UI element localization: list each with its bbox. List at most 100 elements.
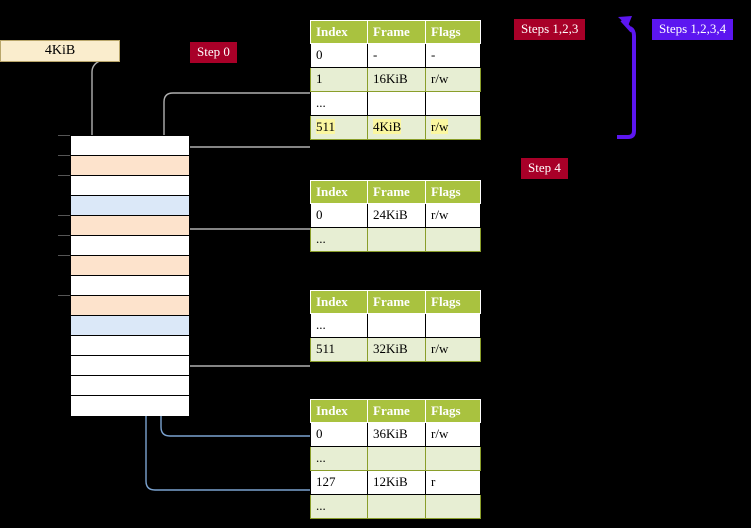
- column-header-frame: Frame: [367, 290, 426, 314]
- cell-index: ...: [310, 494, 368, 519]
- memory-tick: [58, 255, 71, 256]
- cell-flags-value: r/w: [431, 119, 449, 134]
- memory-row: [71, 336, 189, 356]
- table-row: 127 12KiB r: [310, 470, 481, 495]
- badge-steps-123: Steps 1,2,3: [514, 19, 586, 40]
- cell-frame: [367, 313, 426, 338]
- table-row: 0 - -: [310, 43, 481, 68]
- memory-row: [71, 396, 189, 416]
- column-header-index: Index: [310, 290, 368, 314]
- table-header-row: Index Frame Flags: [310, 180, 481, 204]
- column-header-flags: Flags: [425, 180, 481, 204]
- page-table-3: Index Frame Flags ... 511 32KiB r/w: [310, 290, 481, 362]
- wire-table1-row511: [176, 146, 310, 202]
- cell-frame-value: 4KiB: [373, 119, 402, 134]
- cell-index: 0: [310, 43, 368, 68]
- table-row: ...: [310, 313, 481, 338]
- table-header-row: Index Frame Flags: [310, 290, 481, 314]
- cell-frame: [367, 227, 426, 252]
- column-header-frame: Frame: [367, 399, 426, 423]
- memory-row: [71, 216, 189, 236]
- memory-row: [71, 316, 189, 336]
- badge-step-4: Step 4: [521, 158, 568, 179]
- column-header-flags: Flags: [425, 399, 481, 423]
- cell-flags: [425, 91, 481, 116]
- column-header-flags: Flags: [425, 290, 481, 314]
- memory-row: [71, 256, 189, 276]
- cell-index: 0: [310, 203, 368, 228]
- cell-index: ...: [310, 91, 368, 116]
- memory-row: [71, 156, 189, 176]
- cell-frame: 12KiB: [367, 470, 426, 495]
- memory-row: [71, 196, 189, 216]
- memory-tick: [58, 175, 71, 176]
- cell-frame: [367, 91, 426, 116]
- table-row: ...: [310, 494, 481, 519]
- purple-bracket: [617, 16, 636, 139]
- column-header-flags: Flags: [425, 20, 481, 44]
- cell-index: ...: [310, 446, 368, 471]
- cell-flags: [425, 446, 481, 471]
- memory-row: [71, 136, 189, 156]
- table-row-highlighted: 511 4KiB r/w: [310, 115, 481, 140]
- cell-frame: 32KiB: [367, 337, 426, 362]
- cell-index-value: 511: [316, 119, 336, 134]
- cell-flags: r/w: [425, 422, 481, 447]
- cell-frame: 36KiB: [367, 422, 426, 447]
- table-row: 0 36KiB r/w: [310, 422, 481, 447]
- memory-tick: [58, 155, 71, 156]
- memory-row: [71, 176, 189, 196]
- frame-size-box: 4KiB: [0, 40, 120, 62]
- cell-flags: r/w: [425, 67, 481, 92]
- memory-tick: [58, 135, 71, 136]
- table-row: 1 16KiB r/w: [310, 67, 481, 92]
- physical-memory-column: [70, 135, 190, 416]
- page-table-1: Index Frame Flags 0 - - 1 16KiB r/w ... …: [310, 20, 481, 140]
- table-row: ...: [310, 446, 481, 471]
- cell-flags: [425, 227, 481, 252]
- page-table-4: Index Frame Flags 0 36KiB r/w ... 127 12…: [310, 399, 481, 519]
- wire-table3-row511: [176, 312, 310, 367]
- memory-tick: [58, 295, 71, 296]
- column-header-frame: Frame: [367, 180, 426, 204]
- cell-flags: r/w: [425, 337, 481, 362]
- cell-index: 511: [310, 115, 368, 140]
- memory-row: [71, 236, 189, 256]
- column-header-frame: Frame: [367, 20, 426, 44]
- wire-table2-row0: [176, 228, 310, 246]
- table-header-row: Index Frame Flags: [310, 399, 481, 423]
- cell-index: 0: [310, 422, 368, 447]
- table-row: 511 32KiB r/w: [310, 337, 481, 362]
- cell-flags: [425, 494, 481, 519]
- table-row: 0 24KiB r/w: [310, 203, 481, 228]
- cell-index: 511: [310, 337, 368, 362]
- column-header-index: Index: [310, 180, 368, 204]
- cell-frame: 24KiB: [367, 203, 426, 228]
- cell-frame: 4KiB: [367, 115, 426, 140]
- cell-index: ...: [310, 227, 368, 252]
- memory-row: [71, 376, 189, 396]
- cell-flags: r/w: [425, 115, 481, 140]
- cell-frame: 16KiB: [367, 67, 426, 92]
- memory-tick: [58, 215, 71, 216]
- cell-frame: [367, 446, 426, 471]
- page-table-2: Index Frame Flags 0 24KiB r/w ...: [310, 180, 481, 252]
- table-row: ...: [310, 227, 481, 252]
- table-header-row: Index Frame Flags: [310, 20, 481, 44]
- memory-row: [71, 296, 189, 316]
- column-header-index: Index: [310, 399, 368, 423]
- cell-frame: [367, 494, 426, 519]
- cell-flags: [425, 313, 481, 338]
- cell-index: 127: [310, 470, 368, 495]
- cell-flags: r: [425, 470, 481, 495]
- cell-index: ...: [310, 313, 368, 338]
- cell-index: 1: [310, 67, 368, 92]
- badge-steps-1234: Steps 1,2,3,4: [652, 19, 734, 40]
- memory-row: [71, 356, 189, 376]
- table-row: ...: [310, 91, 481, 116]
- badge-step-0: Step 0: [190, 42, 237, 63]
- memory-row: [71, 276, 189, 296]
- cell-flags: -: [425, 43, 481, 68]
- column-header-index: Index: [310, 20, 368, 44]
